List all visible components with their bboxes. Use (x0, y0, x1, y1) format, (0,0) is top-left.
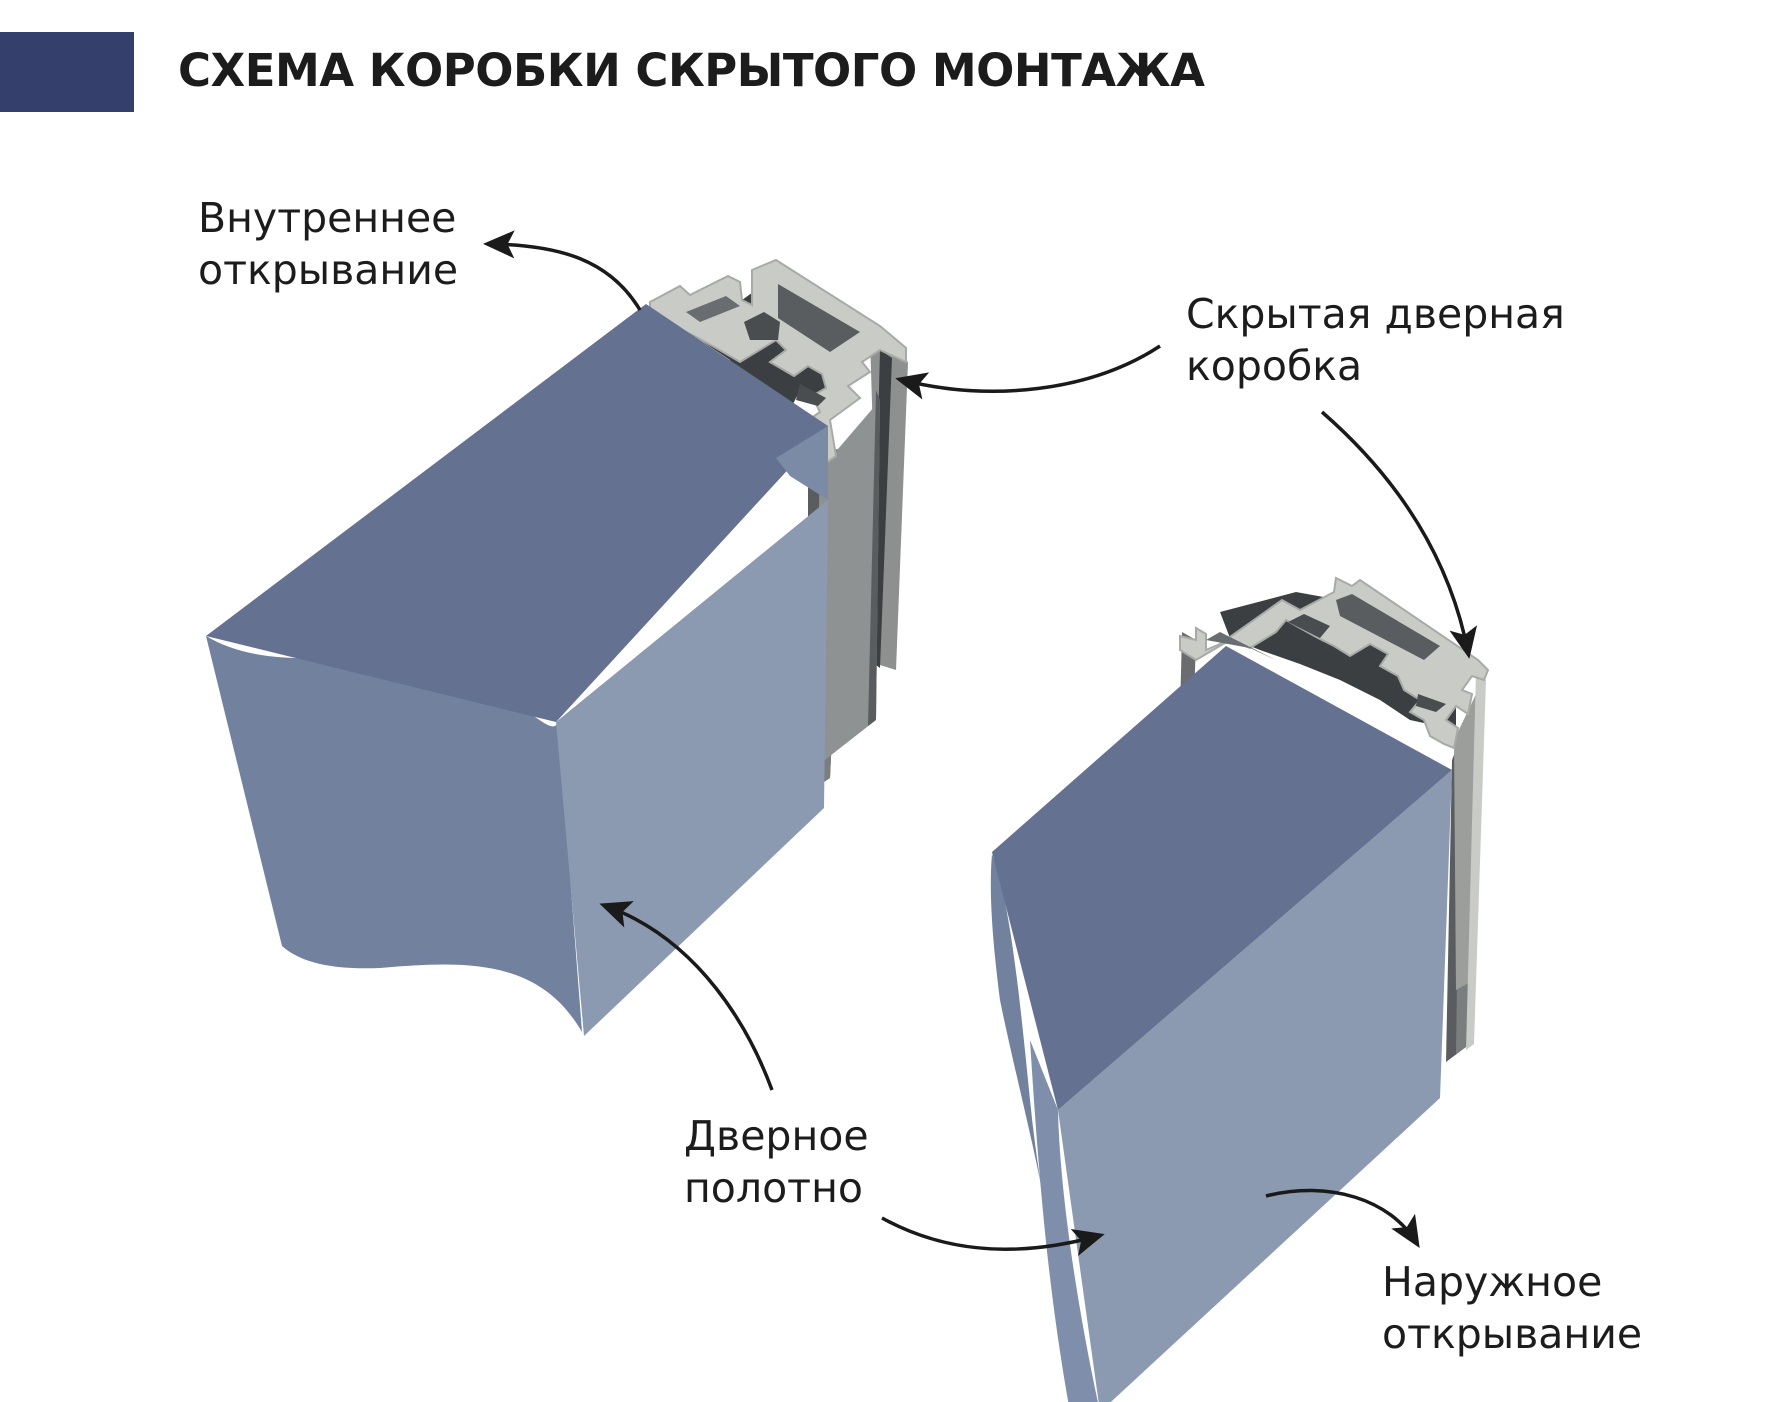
door-leaf-right (990, 646, 1452, 1402)
inner-opening-assembly (206, 258, 908, 1036)
arrow-door-leaf-right (881, 1216, 1105, 1256)
label-hidden-frame: Скрытая дверная коробка (1186, 290, 1565, 390)
page-title: СХЕМА КОРОБКИ СКРЫТОГО МОНТАЖА (178, 44, 1205, 97)
hidden-frame-profile-right (1179, 576, 1490, 1062)
arrow-hidden-frame-left (895, 344, 1161, 400)
outer-opening-assembly (990, 576, 1490, 1402)
arrow-door-leaf-left (599, 901, 774, 1091)
arrow-inner-opening (483, 230, 642, 311)
arrow-hidden-frame-right (1320, 410, 1478, 659)
label-outer-opening: Наружное открывание (1382, 1258, 1643, 1358)
header-accent-bar (0, 32, 134, 112)
label-inner-opening: Внутреннее открывание (198, 194, 459, 294)
arrow-outer-opening (1265, 1188, 1420, 1248)
label-door-leaf: Дверное полотно (684, 1112, 869, 1212)
callout-arrows (483, 230, 1478, 1256)
door-leaf-left (206, 304, 828, 1036)
